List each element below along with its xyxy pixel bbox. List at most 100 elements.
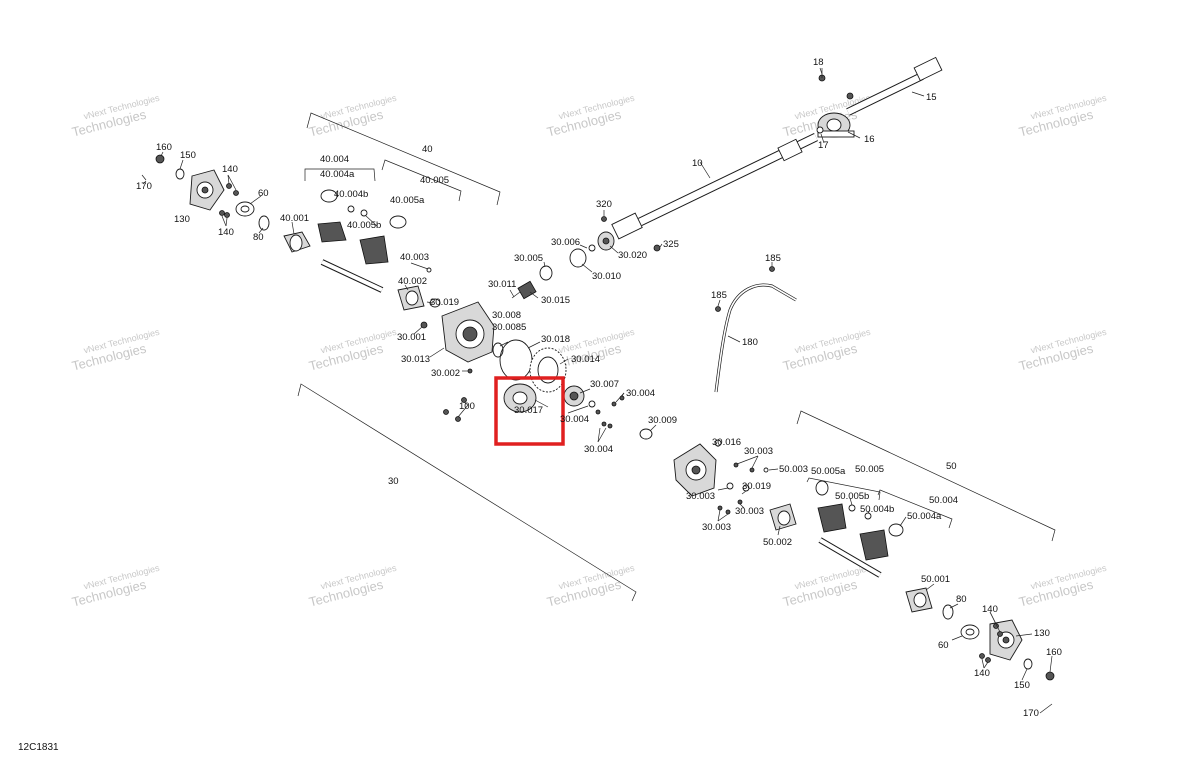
label-16: 16 — [864, 134, 875, 145]
u-joint-yoke-mid — [777, 138, 803, 162]
leader-lines — [142, 67, 1053, 681]
label-30-003: 30.003 — [735, 506, 764, 517]
clamp-50-005b — [848, 504, 856, 512]
u-joint-yoke-rear — [913, 56, 943, 82]
clamp-40-004a — [320, 189, 338, 203]
cotter-pin-170 — [141, 174, 147, 181]
wheel-hub-130 — [189, 169, 225, 211]
label-325: 325 — [663, 239, 679, 250]
label-30-011: 30.011 — [488, 279, 516, 290]
watermark: vNext Technologies Technologies — [1017, 327, 1108, 374]
highlight-box-30-017 — [494, 376, 565, 446]
label-30-006: 30.006 — [551, 237, 580, 248]
watermark: vNext Technologies Technologies — [781, 327, 872, 374]
label-30-003: 30.003 — [702, 522, 731, 533]
label-150: 150 — [180, 150, 196, 161]
bolt-30-004e — [607, 423, 613, 429]
wheel-hub-130b — [989, 619, 1023, 661]
bearing-30-005 — [539, 265, 553, 281]
label-30-010: 30.010 — [592, 271, 621, 282]
watermark: vNext Technologies Technologies — [307, 327, 398, 374]
label-40: 40 — [422, 144, 433, 155]
cotter-pin-170b — [1039, 703, 1053, 714]
label-30-019: 30.019 — [430, 297, 459, 308]
clamp-40-005b — [360, 209, 368, 217]
clamp-185b — [715, 306, 721, 312]
cv-joint-40-002 — [397, 285, 425, 311]
label-80: 80 — [956, 594, 967, 605]
bolt-30-003b — [749, 467, 755, 473]
nut-160b — [1045, 671, 1055, 681]
label-50-005b: 50.005b — [835, 491, 869, 502]
label-130: 130 — [1034, 628, 1050, 639]
label-50-003: 50.003 — [779, 464, 808, 475]
boot-50-004 — [859, 529, 889, 561]
coupler-30-020 — [597, 231, 615, 251]
label-30-013: 30.013 — [401, 354, 430, 365]
label-50-005a: 50.005a — [811, 466, 846, 477]
label-30-0085: 30.0085 — [492, 322, 526, 333]
pinion-gear-30-011 — [511, 280, 537, 300]
label-40-005a: 40.005a — [390, 195, 425, 206]
bolt-100b — [443, 409, 449, 415]
bolt-100 — [461, 397, 467, 403]
label-30-003: 30.003 — [686, 491, 715, 502]
watermark: vNext Technologies Technologies — [545, 93, 636, 140]
label-30-001: 30.001 — [397, 332, 426, 343]
label-140: 140 — [218, 227, 234, 238]
bracket-50-004 — [877, 489, 953, 529]
label-40-003: 40.003 — [400, 252, 429, 263]
left-hub-group — [141, 154, 270, 231]
differential-cover-30-017 — [503, 383, 537, 413]
rear-axle-shaft — [818, 538, 882, 577]
label-160: 160 — [1046, 647, 1062, 658]
label-30-002: 30.002 — [431, 368, 460, 379]
label-30-004: 30.004 — [584, 444, 613, 455]
label-60: 60 — [258, 188, 269, 199]
group-brackets — [297, 112, 1056, 602]
label-140: 140 — [974, 668, 990, 679]
bolt-320 — [601, 216, 607, 222]
bolt-18b — [846, 92, 854, 100]
label-40-002: 40.002 — [398, 276, 427, 287]
watermark: vNext Technologies Technologies — [1017, 563, 1108, 610]
label-40-005b: 40.005b — [347, 220, 381, 231]
washer-150 — [175, 168, 185, 180]
label-30-008: 30.008 — [492, 310, 521, 321]
bolt-30-004a — [611, 401, 617, 407]
callout-labels: 160 150 170 140 140 130 60 80 40.004 40 … — [136, 57, 1062, 719]
plug-30-002 — [467, 368, 473, 374]
label-180: 180 — [742, 337, 758, 348]
label-30-009: 30.009 — [648, 415, 677, 426]
label-100: 100 — [459, 401, 475, 412]
ring-gear-30-014 — [529, 347, 567, 393]
bolt-140d — [224, 212, 230, 218]
label-30-004: 30.004 — [560, 414, 589, 425]
bracket-40 — [306, 112, 501, 206]
label-40-001: 40.001 — [280, 213, 309, 224]
label-140: 140 — [222, 164, 238, 175]
driveshaft-15 — [846, 73, 924, 115]
label-50-004b: 50.004b — [860, 504, 894, 515]
label-40-004a: 40.004a — [320, 169, 355, 180]
bearing-60b — [960, 624, 980, 640]
circlip-80b — [942, 604, 954, 620]
diff-cover-rear — [673, 443, 717, 497]
label-140: 140 — [982, 604, 998, 615]
clamp-40-005a — [389, 215, 407, 229]
label-30-017: 30.017 — [514, 405, 543, 416]
watermark: vNext Technologies Technologies — [1017, 93, 1108, 140]
bolt-30-004d — [601, 421, 607, 427]
bolt-140c — [219, 210, 225, 216]
seal-30-019 — [429, 298, 441, 308]
label-40-005: 40.005 — [420, 175, 449, 186]
bracket-40-004 — [304, 168, 376, 182]
nut-17 — [816, 126, 824, 134]
cv-joint-50-002 — [769, 503, 797, 531]
label-160: 160 — [156, 142, 172, 153]
circlip-80 — [258, 215, 270, 231]
bolt-140f — [997, 631, 1003, 637]
output-flange-30-007 — [563, 385, 585, 407]
bracket-50-005 — [806, 477, 881, 501]
label-170: 170 — [136, 181, 152, 192]
